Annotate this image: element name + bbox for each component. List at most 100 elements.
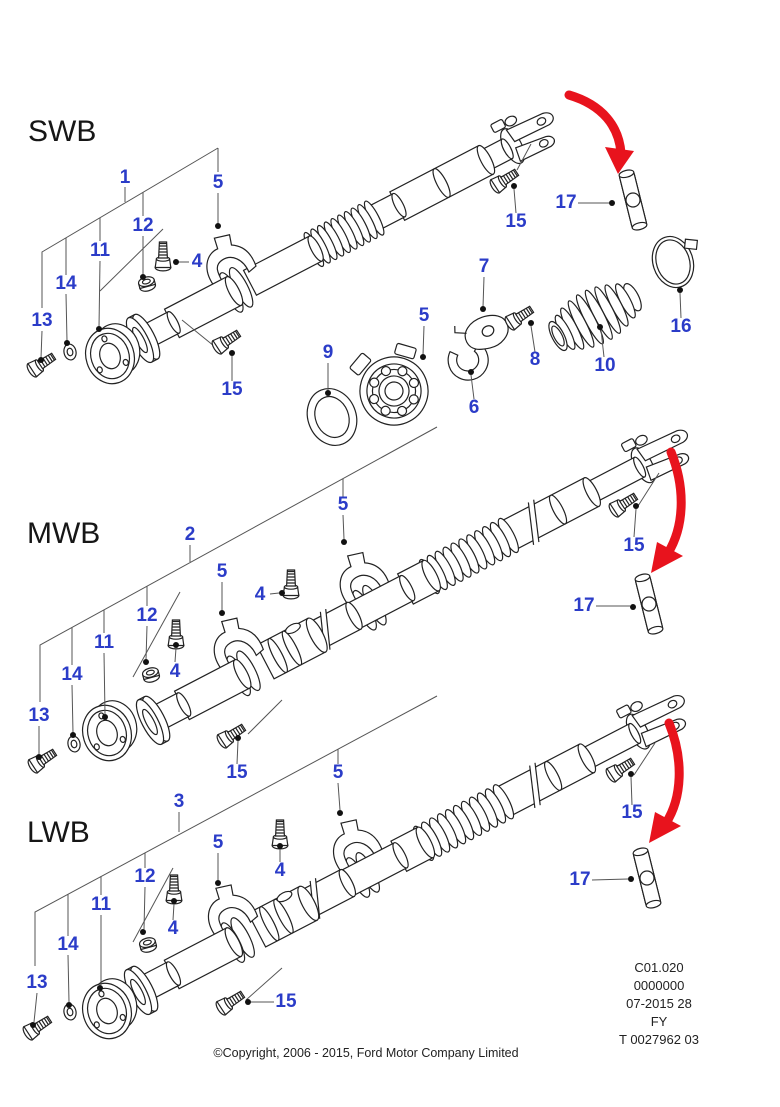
leader-line xyxy=(633,508,637,538)
part-number-swb-1: 1 xyxy=(120,167,131,188)
part-number-lwb-13: 13 xyxy=(26,972,47,993)
part-dot xyxy=(609,200,615,206)
bolt-15 xyxy=(214,720,249,751)
part-dot xyxy=(420,354,426,360)
leader-line xyxy=(33,992,38,1023)
part-dot xyxy=(70,732,76,738)
part-number-mwb-2: 2 xyxy=(185,524,196,545)
part-number-mwb-17: 17 xyxy=(573,595,594,616)
copyright-notice: ©Copyright, 2006 - 2015, Ford Motor Comp… xyxy=(213,1046,518,1060)
part-number-swb-17: 17 xyxy=(555,192,576,213)
mwb-shaft-drawing xyxy=(135,429,690,746)
part-number-lwb-14: 14 xyxy=(57,934,79,955)
leader-line xyxy=(530,325,536,353)
part-number-swb-11: 11 xyxy=(90,240,111,261)
part-dot xyxy=(173,642,179,648)
retainer-plate-7 xyxy=(454,314,509,350)
part-dot xyxy=(341,539,347,545)
part-dot xyxy=(511,183,517,189)
plate-drawing-code: T 0027962 03 xyxy=(619,1032,699,1047)
bolt-15 xyxy=(213,987,248,1018)
part-dot xyxy=(325,390,331,396)
leader-line xyxy=(172,903,175,921)
part-number-lwb-17: 17 xyxy=(569,869,590,890)
part-dot xyxy=(528,320,534,326)
part-dot xyxy=(279,590,285,596)
part-number-mwb-12: 12 xyxy=(136,605,157,626)
mwb-ladder xyxy=(39,426,660,735)
leader-line xyxy=(470,374,475,400)
leader-line xyxy=(513,188,517,214)
part-dot xyxy=(66,1002,72,1008)
part-dot xyxy=(277,843,283,849)
red-arrow-lwb xyxy=(661,718,684,828)
red-arrowhead-swb xyxy=(605,147,634,174)
part-dot xyxy=(102,714,108,720)
leader-line xyxy=(98,260,101,328)
leader-line xyxy=(600,329,605,358)
part-dot xyxy=(140,274,146,280)
universal-joint-17 xyxy=(631,846,663,910)
part-number-swb-4: 4 xyxy=(192,251,203,272)
leader-line xyxy=(337,782,341,811)
red-arrows xyxy=(564,90,686,843)
part-number-lwb-11: 11 xyxy=(91,894,112,915)
part-number-swb-15: 15 xyxy=(505,211,527,232)
swb-ladder xyxy=(41,143,532,347)
part-dot xyxy=(64,340,70,346)
part-dot xyxy=(38,357,44,363)
leader-line xyxy=(269,592,280,595)
bracket-bolt-4 xyxy=(282,569,300,600)
part-number-mwb-13: 13 xyxy=(28,705,49,726)
part-number-swb-10: 10 xyxy=(594,355,615,376)
part-number-swb-13: 13 xyxy=(31,310,52,331)
part-number-mwb-4: 4 xyxy=(170,661,181,682)
leader-line xyxy=(342,514,345,540)
part-dot xyxy=(140,929,146,935)
leader-line xyxy=(40,330,43,359)
red-arrow-mwb xyxy=(663,447,686,558)
part-number-mwb-5: 5 xyxy=(217,561,228,582)
boot-10 xyxy=(548,283,642,352)
variant-label-lwb: LWB xyxy=(27,816,90,849)
leader-line xyxy=(591,878,629,881)
part-number-lwb-12: 12 xyxy=(134,866,155,887)
part-dot xyxy=(143,659,149,665)
part-dot xyxy=(171,898,177,904)
part-dot xyxy=(628,771,634,777)
plate-number: 0000000 xyxy=(634,978,685,993)
swb-exploded-parts xyxy=(24,165,699,446)
leader-line xyxy=(103,652,106,715)
variant-label-swb: SWB xyxy=(28,115,96,148)
part-number-lwb-15: 15 xyxy=(621,802,643,823)
part-dot xyxy=(677,287,683,293)
part-dot xyxy=(229,350,235,356)
part-number-swb-5: 5 xyxy=(213,172,224,193)
part-dot xyxy=(633,503,639,509)
lwb-shaft-drawing xyxy=(123,694,687,1016)
leader-line xyxy=(482,276,485,308)
part-number-swb-5: 5 xyxy=(419,305,430,326)
part-dot xyxy=(480,306,486,312)
leader-line xyxy=(679,292,682,319)
leader-line xyxy=(143,886,146,930)
plate-model-code: FY xyxy=(651,1014,668,1029)
part-dot xyxy=(30,1022,36,1028)
part-number-lwb-4: 4 xyxy=(168,918,179,939)
part-number-swb-16: 16 xyxy=(670,316,691,337)
part-number-lwb-4: 4 xyxy=(275,860,286,881)
universal-joint-17 xyxy=(617,168,649,232)
part-dot xyxy=(36,754,42,760)
part-number-swb-9: 9 xyxy=(323,342,334,363)
plate-section-code: C01.020 xyxy=(634,960,683,975)
red-arrowhead-mwb xyxy=(651,542,683,573)
washer-14 xyxy=(61,342,79,362)
universal-joint-17 xyxy=(633,572,665,636)
part-number-swb-15: 15 xyxy=(221,379,243,400)
part-number-swb-12: 12 xyxy=(132,215,153,236)
part-number-lwb-15: 15 xyxy=(275,991,297,1012)
part-dot xyxy=(215,880,221,886)
clamp-16 xyxy=(651,235,699,289)
part-dot xyxy=(628,876,634,882)
